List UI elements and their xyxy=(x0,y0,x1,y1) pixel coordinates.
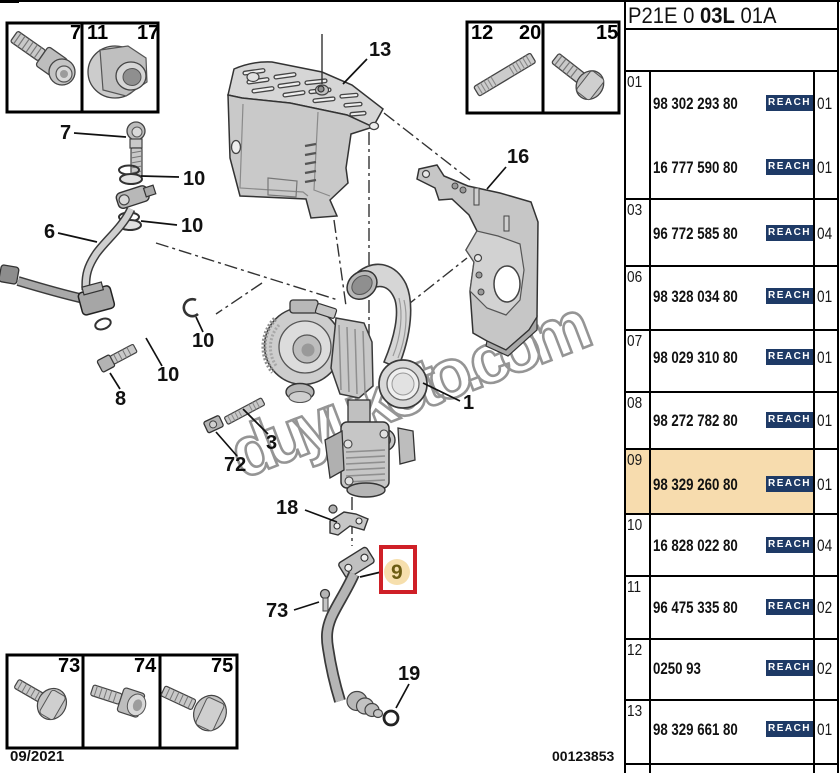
svg-text:3: 3 xyxy=(266,432,277,454)
svg-text:17: 17 xyxy=(137,22,159,44)
svg-text:73: 73 xyxy=(266,600,288,622)
svg-text:8: 8 xyxy=(115,388,126,410)
svg-text:20: 20 xyxy=(519,22,541,44)
svg-text:12: 12 xyxy=(471,22,493,44)
svg-text:75: 75 xyxy=(211,655,233,677)
svg-text:18: 18 xyxy=(276,497,298,519)
svg-text:72: 72 xyxy=(224,454,246,476)
svg-text:16: 16 xyxy=(507,146,529,168)
svg-text:10: 10 xyxy=(192,330,214,352)
svg-text:10: 10 xyxy=(157,364,179,386)
svg-text:00123853: 00123853 xyxy=(552,748,615,764)
svg-text:7: 7 xyxy=(70,22,81,44)
svg-text:09/2021: 09/2021 xyxy=(10,748,64,765)
svg-text:9: 9 xyxy=(391,561,403,584)
svg-text:6: 6 xyxy=(44,221,55,243)
svg-text:10: 10 xyxy=(181,215,203,237)
svg-text:10: 10 xyxy=(183,168,205,190)
svg-text:15: 15 xyxy=(596,22,618,44)
svg-text:7: 7 xyxy=(60,122,71,144)
svg-text:73: 73 xyxy=(58,655,80,677)
svg-text:1: 1 xyxy=(463,392,474,414)
svg-text:11: 11 xyxy=(87,22,108,44)
svg-text:74: 74 xyxy=(134,655,157,677)
svg-text:19: 19 xyxy=(398,663,420,685)
svg-text:13: 13 xyxy=(369,39,391,61)
